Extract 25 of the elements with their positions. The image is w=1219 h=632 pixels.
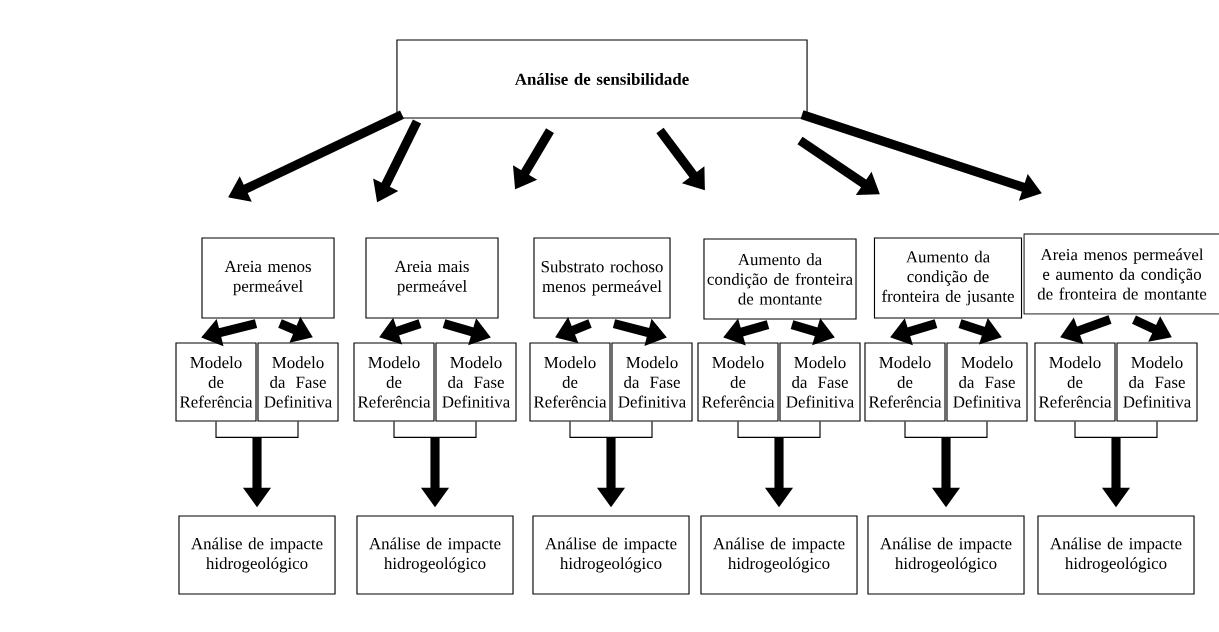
model-box: Modelo de Referência — [175, 342, 257, 422]
result-box: Análise de impacte hidrogeológico — [178, 515, 336, 595]
model-box: Modelo da Fase Definitiva — [779, 342, 861, 422]
scenario-box: Aumento da condição de fronteira de montante — [703, 238, 857, 320]
title-box: Análise de sensibilidade — [396, 39, 808, 119]
scenario-box: Areia menos permeável e aumento da condição de fronteira de montante — [1023, 233, 1219, 315]
model-box: Modelo da Fase Definitiva — [257, 342, 339, 422]
scenario-box: Aumento da condição de fronteira de jusante — [873, 237, 1023, 319]
model-box: Modelo de Referência — [864, 342, 946, 422]
result-box: Análise de impacte hidrogeológico — [356, 515, 514, 595]
scenario-box: Areia menos permeável — [201, 237, 335, 319]
model-box: Modelo de Referência — [697, 342, 779, 422]
model-box: Modelo da Fase Definitiva — [1116, 342, 1198, 422]
result-box: Análise de impacte hidrogeológico — [700, 515, 858, 595]
model-box: Modelo de Referência — [529, 342, 611, 422]
result-box: Análise de impacte hidrogeológico — [867, 515, 1025, 595]
model-box: Modelo da Fase Definitiva — [946, 342, 1028, 422]
result-box: Análise de impacte hidrogeológico — [532, 515, 690, 595]
scenario-box: Areia mais permeável — [365, 237, 499, 319]
model-box: Modelo de Referência — [353, 342, 435, 422]
result-box: Análise de impacte hidrogeológico — [1037, 515, 1195, 595]
scenario-box: Substrato rochoso menos permeável — [533, 237, 671, 319]
model-box: Modelo da Fase Definitiva — [435, 342, 517, 422]
model-box: Modelo de Referência — [1034, 342, 1116, 422]
model-box: Modelo da Fase Definitiva — [611, 342, 693, 422]
